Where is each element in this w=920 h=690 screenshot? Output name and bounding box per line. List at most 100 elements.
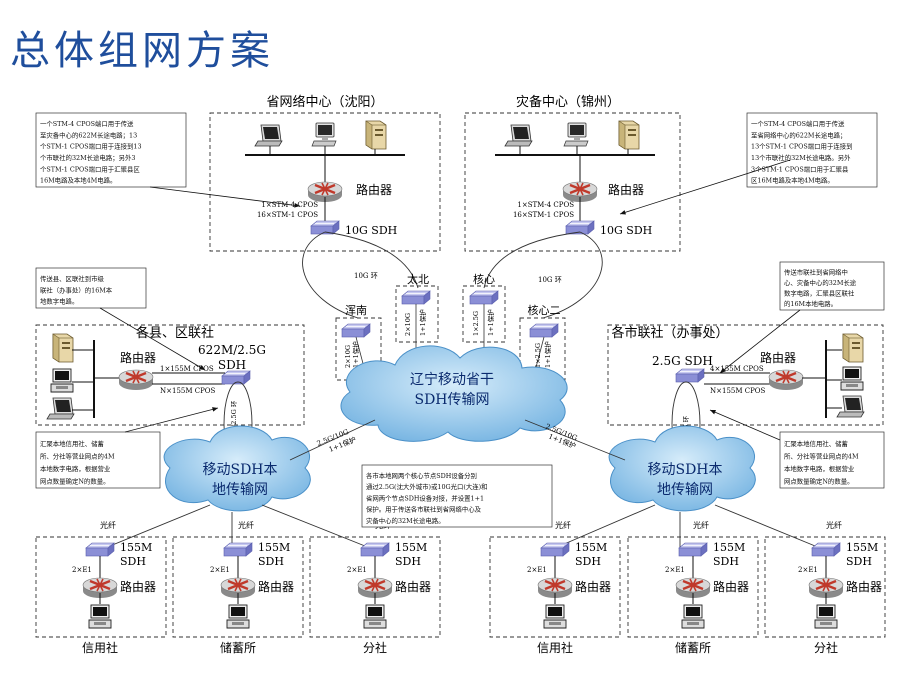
backup-center: 灾备中心（锦州） 路由器 1×STM-4 CPOS 16×STM-1 CPOS … [495,94,655,237]
svg-text:622M/2.5G: 622M/2.5G [198,343,266,357]
svg-text:心、灾备中心的32M长途: 心、灾备中心的32M长途 [784,278,857,287]
svg-text:SDH: SDH [395,555,421,568]
svg-text:路由器: 路由器 [608,182,644,197]
svg-text:本地数字电路，根据营业: 本地数字电路，根据营业 [40,464,111,473]
annotation-notes: 一个STM-4 CPOS端口用于传送至灾备中心的622M长途电路；13个STM-… [35,112,885,528]
svg-text:光纤: 光纤 [100,520,116,530]
svg-text:SDH: SDH [258,555,284,568]
svg-text:10G 环: 10G 环 [538,276,562,284]
svg-text:1+1保护: 1+1保护 [418,309,427,336]
svg-text:16M电路及本地4M电路。: 16M电路及本地4M电路。 [40,176,116,185]
sdh-icon [540,542,570,557]
terminal-icon [363,604,387,629]
svg-text:1+1保护: 1+1保护 [486,309,495,336]
svg-text:核心: 核心 [473,272,495,286]
svg-text:1×STM-4 CPOS: 1×STM-4 CPOS [517,201,574,209]
sdh-icon [811,542,841,557]
svg-text:一个STM-4 CPOS端口用于传送: 一个STM-4 CPOS端口用于传送 [751,119,845,128]
svg-text:4×155M CPOS: 4×155M CPOS [710,365,764,373]
branch-name: 信用社 [537,640,573,655]
local-cloud-left: 移动SDH本 地传输网 [163,425,311,512]
svg-text:地传输网: 地传输网 [657,482,713,498]
svg-text:1+1保护: 1+1保护 [351,341,360,368]
svg-text:至省网络中心的622M长途电路；: 至省网络中心的622M长途电路； [751,130,846,139]
main-center-label: 省网络中心（沈阳） [266,94,383,110]
svg-text:所、分社等营业网点的4M: 所、分社等营业网点的4M [40,452,115,461]
svg-text:路由器: 路由器 [713,579,749,594]
svg-text:所、分社等营业网点的4M: 所、分社等营业网点的4M [784,452,859,461]
svg-text:网点数量确定N的数量。: 网点数量确定N的数量。 [784,477,854,486]
svg-text:路由器: 路由器 [395,579,431,594]
svg-text:浑南: 浑南 [345,304,367,317]
svg-text:1×2.5G: 1×2.5G [472,311,480,336]
svg-text:联社（办事处）的16M本: 联社（办事处）的16M本 [40,285,113,294]
svg-text:太北: 太北 [407,273,429,286]
svg-text:2×E1: 2×E1 [210,566,230,574]
svg-text:SDH传输网: SDH传输网 [414,392,489,408]
svg-text:155M: 155M [395,541,427,554]
branch-name: 储蓄所 [675,640,711,655]
svg-text:155M: 155M [713,541,745,554]
svg-text:传送县、区联社到市级: 传送县、区联社到市级 [40,274,105,283]
svg-text:2×10G: 2×10G [404,313,412,336]
svg-text:155M: 155M [258,541,290,554]
svg-text:光纤: 光纤 [238,520,254,530]
branch-sites: 光纤155MSDH2×E1路由器信用社光纤155MSDH2×E1路由器储蓄所光纤… [72,520,882,655]
svg-text:路由器: 路由器 [258,579,294,594]
svg-text:16×STM-1 CPOS: 16×STM-1 CPOS [257,211,318,219]
svg-text:保护。用于传送各市联社到省网络中心及: 保护。用于传送各市联社到省网络中心及 [366,505,482,514]
svg-text:622M/2.5G 环: 622M/2.5G 环 [230,400,238,446]
svg-text:3个STM-1 CPOS端口用于汇聚县: 3个STM-1 CPOS端口用于汇聚县 [751,164,849,173]
svg-text:2×10G: 2×10G [344,345,352,368]
svg-text:光纤: 光纤 [826,520,842,530]
svg-text:SDH: SDH [575,555,601,568]
svg-text:2×E1: 2×E1 [527,566,547,574]
backbone-cloud: 辽宁移动省干 SDH传输网 [340,345,568,442]
terminal-icon [226,604,250,629]
svg-text:各市本地网两个核心节点SDH设备分别: 各市本地网两个核心节点SDH设备分别 [366,471,477,480]
svg-text:2×E1: 2×E1 [798,566,818,574]
svg-text:一个STM-4 CPOS端口用于传送: 一个STM-4 CPOS端口用于传送 [40,119,134,128]
svg-text:数字电路，汇聚县区联社: 数字电路，汇聚县区联社 [784,288,855,297]
svg-text:155M: 155M [575,541,607,554]
svg-text:路由器: 路由器 [120,579,156,594]
svg-text:个市联社的32M长途电路；另外3: 个市联社的32M长途电路；另外3 [40,153,135,162]
svg-text:155M: 155M [846,541,878,554]
svg-text:个STM-1 CPOS端口用于连接到13: 个STM-1 CPOS端口用于连接到13 [40,142,142,151]
sdh-icon [360,542,390,557]
svg-text:1+1保护: 1+1保护 [543,341,552,368]
svg-text:的16M本地电路。: 的16M本地电路。 [784,299,837,308]
svg-text:灾备中心的32M长途电路。: 灾备中心的32M长途电路。 [366,516,445,525]
svg-text:SDH: SDH [713,555,739,568]
svg-text:传送市联社到省网络中: 传送市联社到省网络中 [784,267,848,276]
local-cloud-right: 移动SDH本 地传输网 [608,425,756,512]
svg-text:1×2.5G: 1×2.5G [534,343,542,368]
svg-text:至灾备中心的622M长途电路；13: 至灾备中心的622M长途电路；13 [40,130,137,139]
terminal-icon [88,604,112,629]
svg-text:2×E1: 2×E1 [347,566,367,574]
svg-text:各市联社（办事处）: 各市联社（办事处） [611,325,728,341]
svg-text:路由器: 路由器 [760,350,796,365]
svg-text:移动SDH本: 移动SDH本 [647,462,722,478]
svg-text:区16M电路及本地4M电路。: 区16M电路及本地4M电路。 [751,176,834,185]
sdh-icon [223,542,253,557]
svg-text:核心二: 核心二 [528,303,561,317]
svg-text:辽宁移动省干: 辽宁移动省干 [410,371,494,388]
svg-text:2×E1: 2×E1 [72,566,92,574]
branch-name: 分社 [814,640,838,655]
svg-text:路由器: 路由器 [575,579,611,594]
svg-text:10G 环: 10G 环 [354,272,378,280]
terminal-icon [543,604,567,629]
svg-text:路由器: 路由器 [356,182,392,197]
svg-text:移动SDH本: 移动SDH本 [202,462,277,478]
branch-name: 分社 [363,640,387,655]
